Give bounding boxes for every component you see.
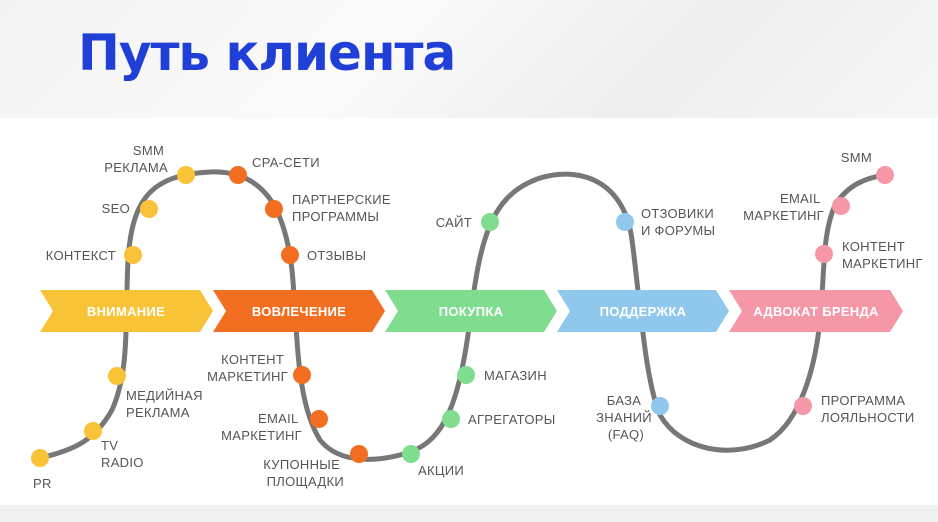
dot-context — [124, 246, 142, 264]
stage-arrow-support — [557, 290, 729, 332]
stage-label-attention: ВНИМАНИЕ — [87, 304, 165, 319]
dot-site — [481, 213, 499, 231]
touchpoint-dots — [31, 166, 894, 467]
dot-review-sites — [616, 213, 634, 231]
label-content-marketing-1: КОНТЕНТ МАРКЕТИНГ — [207, 352, 288, 384]
label-reviews: ОТЗЫВЫ — [307, 248, 366, 263]
dot-store — [457, 366, 475, 384]
dot-media-ads — [108, 367, 126, 385]
dot-reviews — [281, 246, 299, 264]
dot-pr — [31, 449, 49, 467]
label-store: МАГАЗИН — [484, 368, 547, 383]
stage-arrow-purchase — [385, 290, 557, 332]
stage-labels: ВНИМАНИЕ ВОВЛЕЧЕНИЕ ПОКУПКА ПОДДЕРЖКА АД… — [87, 304, 879, 319]
dot-coupons — [350, 445, 368, 463]
stage-arrow-attention — [40, 290, 213, 332]
label-media-ads: МЕДИЙНАЯ РЕКЛАМА — [126, 388, 207, 420]
label-aggregators: АГРЕГАТОРЫ — [468, 412, 556, 427]
stage-label-support: ПОДДЕРЖКА — [600, 304, 687, 319]
stage-arrows — [40, 290, 903, 332]
label-email-marketing-1: EMAIL МАРКЕТИНГ — [221, 411, 302, 443]
label-cpa: CPA-СЕТИ — [252, 155, 320, 170]
page-title: Путь клиента — [78, 24, 456, 82]
dot-loyalty — [794, 397, 812, 415]
dot-knowledge-base — [651, 397, 669, 415]
label-partners: ПАРТНЕРСКИЕ ПРОГРАММЫ — [292, 192, 395, 224]
label-seo: SEO — [102, 201, 130, 216]
dot-partners — [265, 200, 283, 218]
label-promos: АКЦИИ — [418, 463, 464, 478]
dot-email-marketing-2 — [832, 197, 850, 215]
dot-tv-radio — [84, 422, 102, 440]
stage-label-purchase: ПОКУПКА — [439, 304, 504, 319]
label-review-sites: ОТЗОВИКИ И ФОРУМЫ — [641, 206, 718, 238]
dot-cpa — [229, 166, 247, 184]
dot-email-marketing-1 — [310, 410, 328, 428]
dot-smm — [876, 166, 894, 184]
header-background — [0, 0, 938, 118]
label-context: КОНТЕКСТ — [46, 248, 116, 263]
touchpoint-labels: PR TV RADIO МЕДИЙНАЯ РЕКЛАМА КОНТЕКСТ SE… — [33, 143, 923, 491]
dot-seo — [140, 200, 158, 218]
label-coupons: КУПОННЫЕ ПЛОЩАДКИ — [263, 457, 344, 489]
dot-promos — [402, 445, 420, 463]
label-email-marketing-2: EMAIL МАРКЕТИНГ — [743, 191, 824, 223]
footer-strip — [0, 505, 938, 522]
label-content-marketing-2: КОНТЕНТ МАРКЕТИНГ — [842, 239, 923, 271]
label-tv-radio: TV RADIO — [101, 438, 144, 470]
stage-label-advocacy: АДВОКАТ БРЕНДА — [753, 304, 879, 319]
label-smm-ads: SMM РЕКЛАМА — [104, 143, 168, 175]
dot-smm-ads — [177, 166, 195, 184]
dot-content-marketing-1 — [293, 366, 311, 384]
stage-label-engagement: ВОВЛЕЧЕНИЕ — [252, 304, 346, 319]
dot-content-marketing-2 — [815, 245, 833, 263]
stage-arrow-engagement — [213, 290, 385, 332]
label-smm: SMM — [841, 150, 872, 165]
dot-aggregators — [442, 410, 460, 428]
label-site: САЙТ — [436, 215, 472, 230]
label-pr: PR — [33, 476, 52, 491]
label-loyalty: ПРОГРАММА ЛОЯЛЬНОСТИ — [821, 393, 915, 425]
label-knowledge-base: БАЗА ЗНАНИЙ (FAQ) — [596, 393, 656, 442]
stage-arrow-advocacy — [729, 290, 903, 332]
